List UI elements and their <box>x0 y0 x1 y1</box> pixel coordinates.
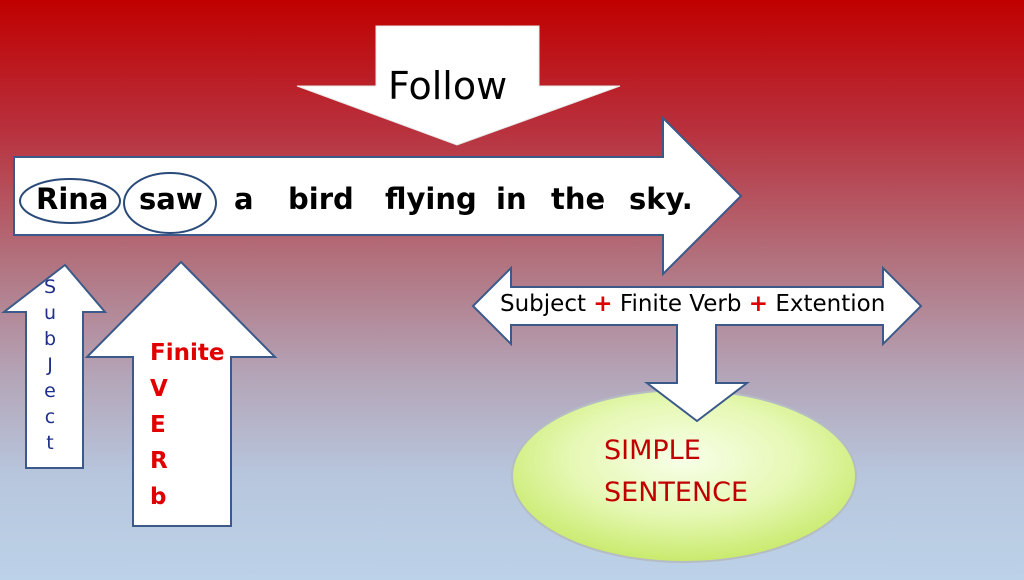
word-sky: sky. <box>629 182 693 216</box>
subject-letter: t <box>46 432 54 454</box>
formula-subject: Subject <box>500 291 586 317</box>
subject-letter: J <box>47 354 53 376</box>
word-rina: Rina <box>36 182 109 216</box>
saw-circle <box>123 172 217 234</box>
word-the: the <box>551 182 606 216</box>
word-flying: flying <box>385 182 477 216</box>
subject-up-arrow <box>1 263 108 469</box>
verb-letter: R <box>150 448 168 474</box>
verb-letter: E <box>150 412 166 438</box>
verb-up-arrow <box>84 260 278 527</box>
follow-down-arrow <box>296 25 621 146</box>
subject-letter: c <box>44 406 56 428</box>
sentence-arrow <box>13 115 743 277</box>
subject-letter: u <box>44 302 57 324</box>
formula-text: Subject + Finite Verb + Extention <box>500 291 885 317</box>
result-line-simple: SIMPLE <box>604 435 701 466</box>
verb-letter: b <box>150 484 167 510</box>
subject-vertical-label: S u b J e c t <box>44 274 56 456</box>
follow-label: Follow <box>388 64 508 108</box>
verb-word: Finite <box>150 340 225 366</box>
subject-letter: b <box>44 328 57 350</box>
verb-vertical-label: Finite V E R b <box>150 335 224 515</box>
formula-plus-2: + <box>748 291 769 317</box>
word-a: a <box>234 182 254 216</box>
verb-letter: V <box>150 376 168 402</box>
word-bird: bird <box>288 182 354 216</box>
rina-circle <box>19 178 121 224</box>
formula-finite-verb: Finite Verb <box>619 291 742 317</box>
subject-letter: S <box>44 276 57 298</box>
formula-plus-1: + <box>593 291 613 317</box>
word-in: in <box>496 182 527 216</box>
formula-double-arrow <box>471 265 923 423</box>
subject-letter: e <box>44 380 56 402</box>
word-saw: saw <box>139 182 203 216</box>
formula-extension: Extention <box>775 291 886 317</box>
result-label: SIMPLE SENTENCE <box>604 430 748 514</box>
result-line-sentence: SENTENCE <box>604 477 749 508</box>
